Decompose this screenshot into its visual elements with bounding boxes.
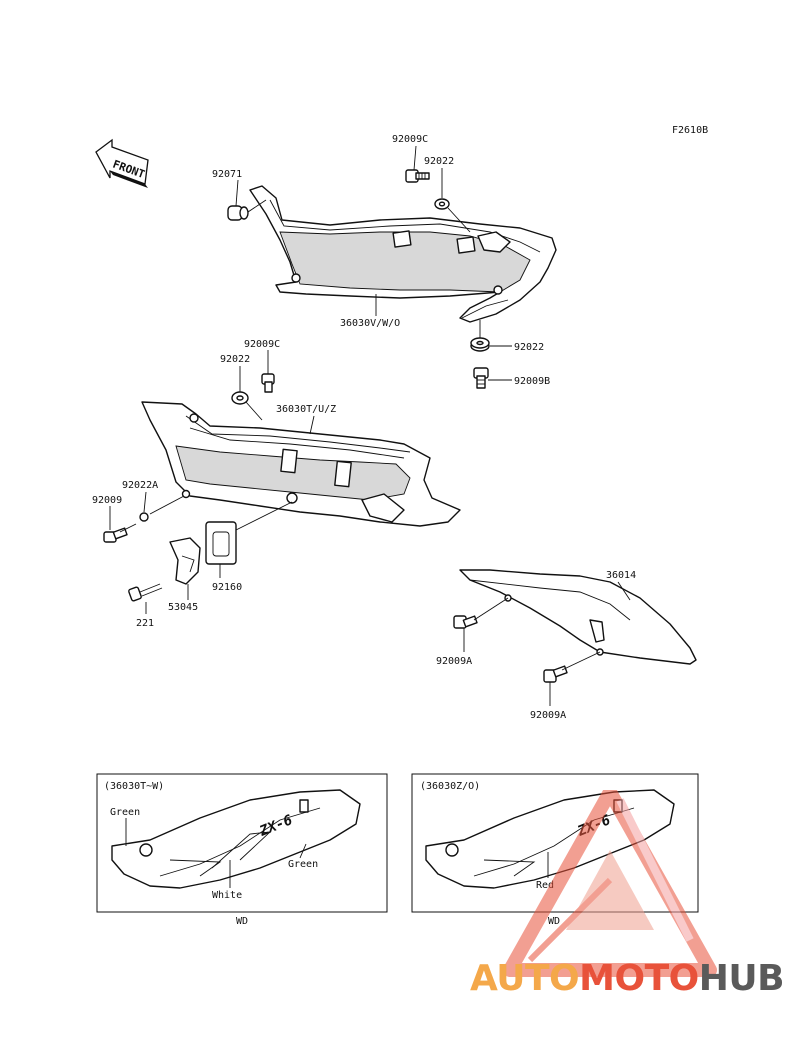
- callout-36014: 36014: [606, 570, 636, 581]
- callout-92071: 92071: [212, 169, 242, 180]
- callout-36030t: 36030T/U/Z: [276, 404, 336, 415]
- bolt-92009a-2: [543, 665, 568, 683]
- nut-92022a: [139, 512, 149, 522]
- bracket-53045: [169, 537, 201, 585]
- inset-right-title: (36030Z/O): [420, 781, 480, 792]
- wordmark-moto: MOTO: [579, 958, 699, 999]
- washer-92022-top: [434, 198, 450, 210]
- inset-left-white: White: [212, 890, 242, 901]
- callout-92160: 92160: [212, 582, 242, 593]
- inset-right-red: Red: [536, 880, 554, 891]
- lower-cowl-part: [141, 401, 461, 527]
- wordmark-auto: AUTO: [470, 958, 580, 999]
- callout-92009a-2: 92009A: [530, 710, 566, 721]
- bolt-92009a-1: [453, 615, 478, 629]
- bolt-92009c-top: [405, 169, 430, 183]
- figure-code: F2610B: [672, 125, 708, 136]
- automotohub-logo-icon: [503, 790, 717, 977]
- callout-92022a: 92022A: [122, 480, 158, 491]
- screw-221: [128, 583, 163, 602]
- front-arrow-icon: FRONT: [95, 138, 149, 188]
- inset-left-caption: WD: [236, 916, 248, 927]
- callout-92022-mid: 92022: [514, 342, 544, 353]
- callout-36030v: 36030V/W/O: [340, 318, 400, 329]
- washer-92022-mid: [470, 337, 490, 352]
- callout-92022-top: 92022: [424, 156, 454, 167]
- grommet-92160: [205, 521, 237, 565]
- inset-left-green-2: Green: [288, 859, 318, 870]
- leader-lines: [109, 145, 631, 706]
- inset-right: (36030Z/O) ZX-6 Red WD: [411, 773, 699, 927]
- bolt-92009c-mid: [261, 373, 275, 393]
- bolt-92009b: [473, 367, 489, 389]
- bolt-92009: [103, 527, 128, 543]
- upper-cowl-part: [249, 185, 557, 323]
- callout-221: 221: [136, 618, 154, 629]
- callout-92009c-mid: 92009C: [244, 339, 280, 350]
- callout-92009: 92009: [92, 495, 122, 506]
- inset-left-green-1: Green: [110, 807, 140, 818]
- wordmark-hub: HUB: [698, 958, 785, 999]
- inset-left: (36030T~W) ZX-6 Green Green White WD: [96, 773, 388, 927]
- automotohub-wordmark: AUTOMOTOHUB: [470, 958, 800, 999]
- callout-53045: 53045: [168, 602, 198, 613]
- callout-92009b: 92009B: [514, 376, 550, 387]
- washer-92022-left: [231, 391, 249, 405]
- inset-left-title: (36030T~W): [104, 781, 164, 792]
- side-panel-36014: [459, 569, 697, 665]
- callout-92009c-top: 92009C: [392, 134, 428, 145]
- grommet-92071: [227, 205, 249, 221]
- callout-92009a-1: 92009A: [436, 656, 472, 667]
- inset-right-caption: WD: [548, 916, 560, 927]
- callout-92022-left: 92022: [220, 354, 250, 365]
